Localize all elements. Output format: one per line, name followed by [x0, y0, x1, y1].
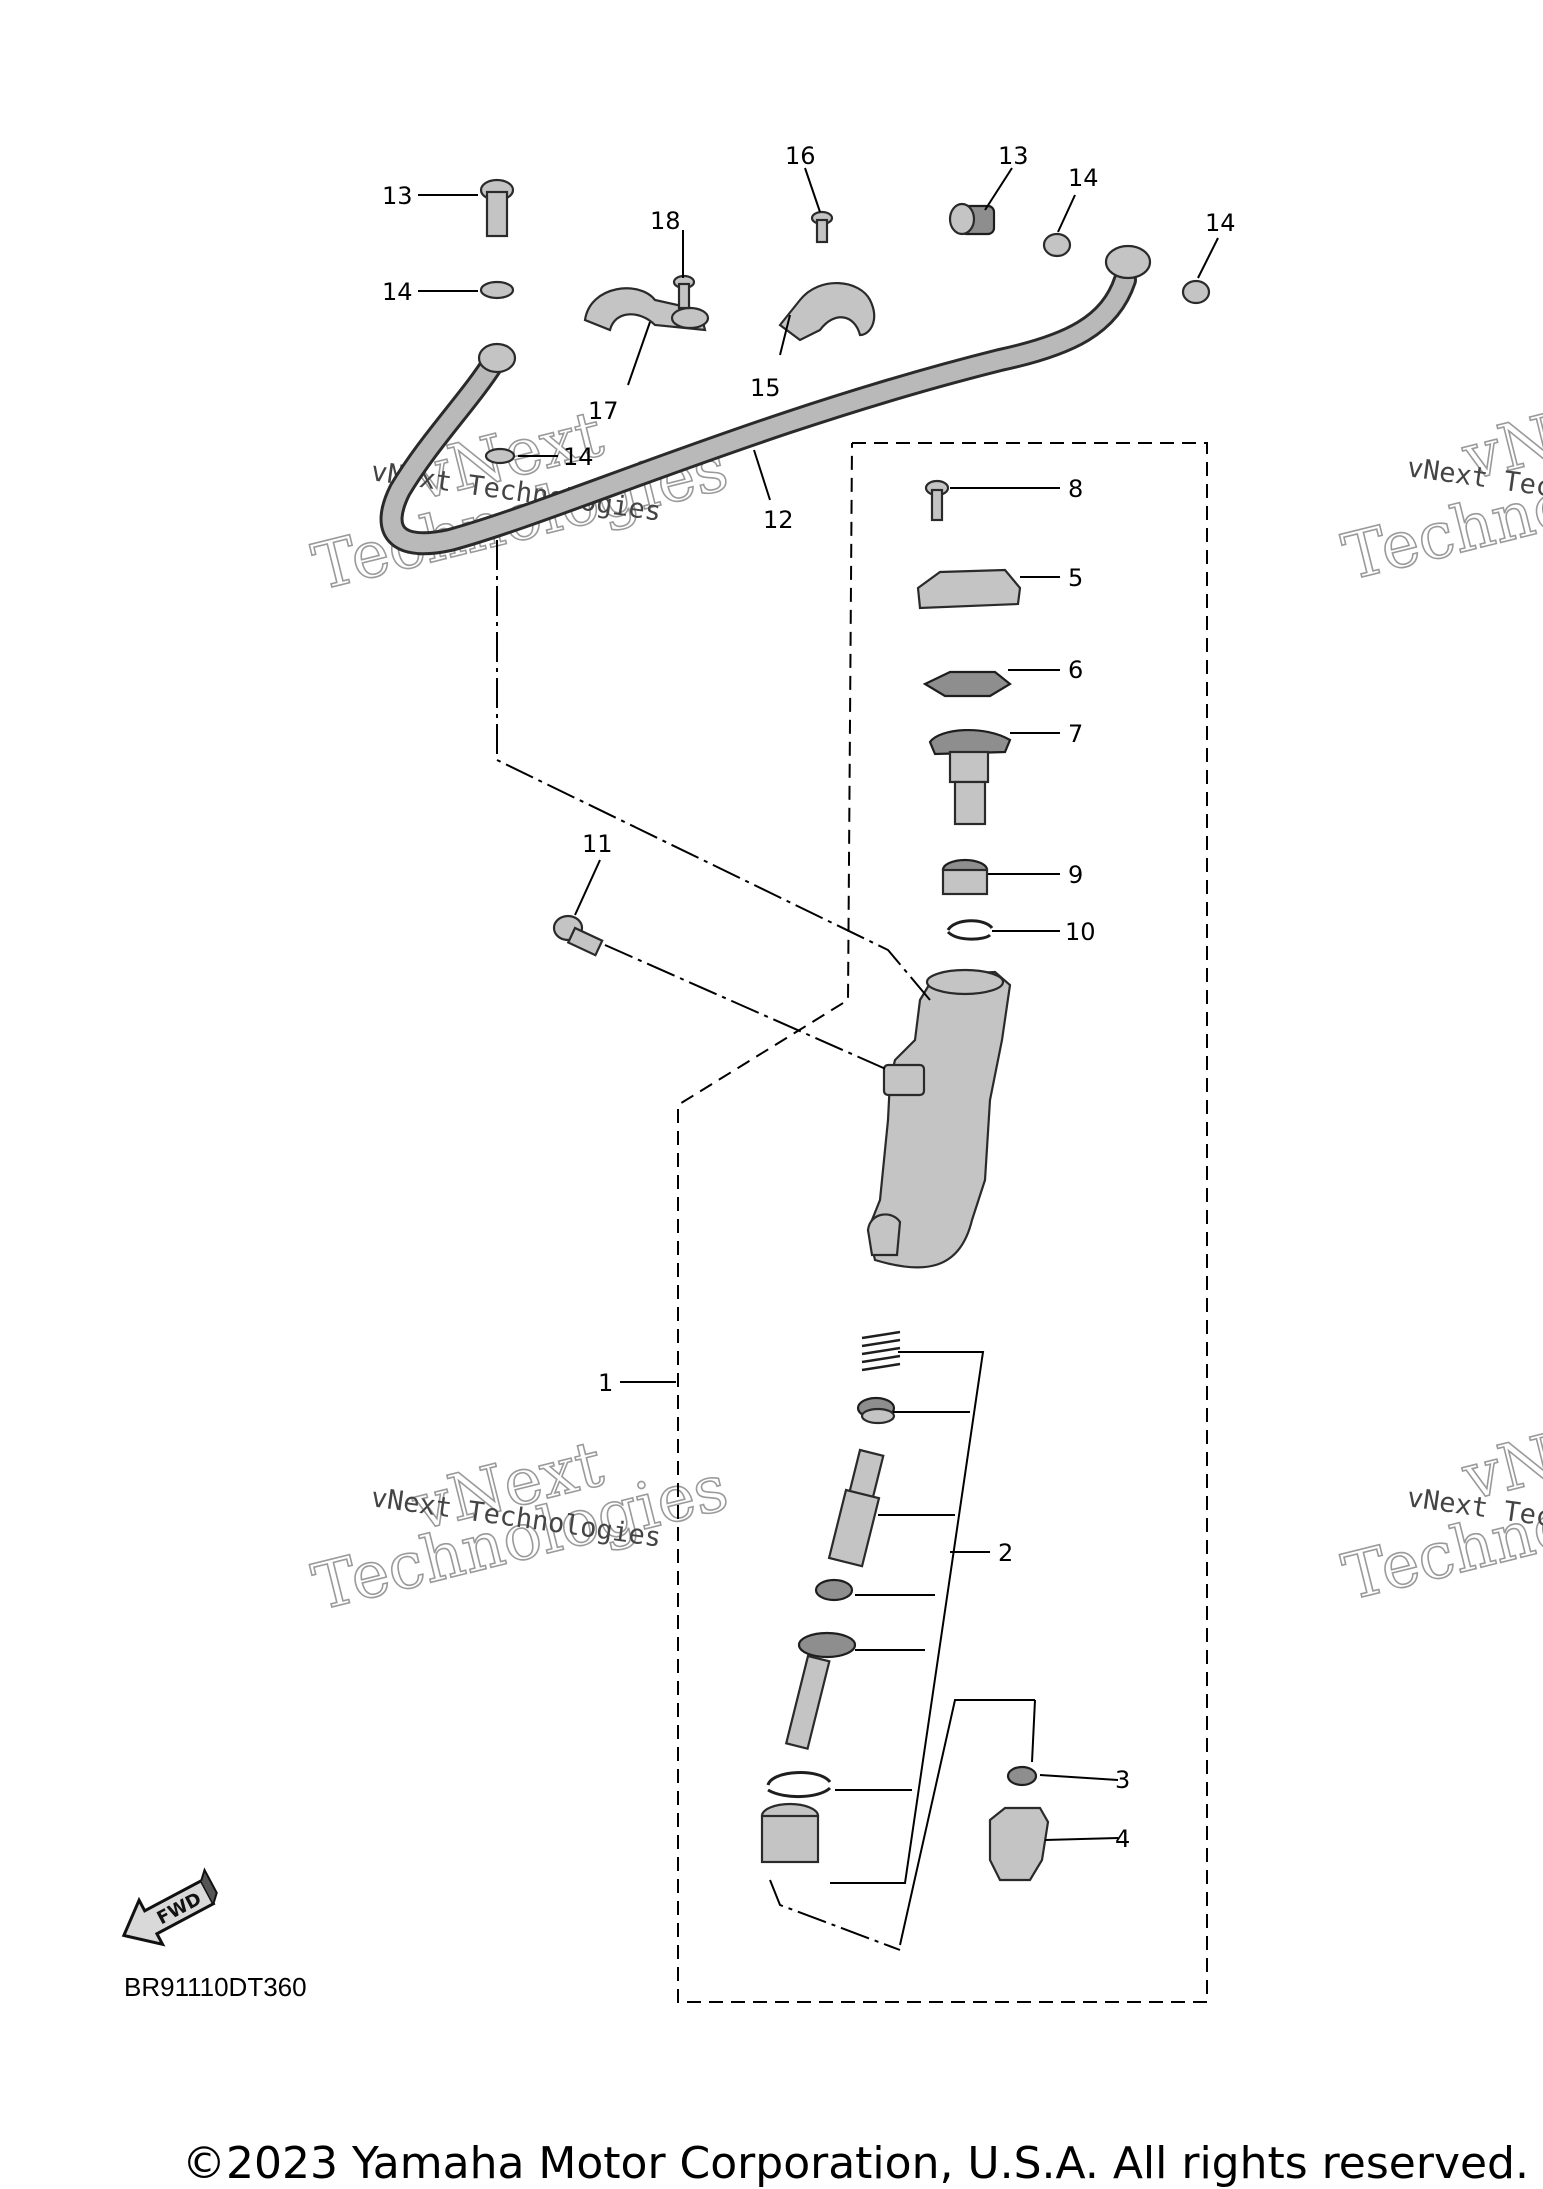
assembly-boundary [677, 442, 1208, 2003]
screw-16 [810, 210, 834, 244]
callouts: 13 14 14 18 17 16 15 12 13 14 14 8 5 6 7… [382, 142, 1236, 1853]
brake-hose-fill [382, 271, 1134, 553]
callout-11: 11 [582, 830, 613, 858]
circlip-10 [946, 919, 994, 941]
watermark-right-top: vNext Technologies vNext Technologies [1335, 376, 1543, 596]
callout-9: 9 [1068, 861, 1083, 889]
union-bolt-right [948, 202, 996, 236]
callout-12: 12 [763, 506, 794, 534]
float-9 [941, 858, 989, 896]
callout-6: 6 [1068, 656, 1083, 684]
master-cylinder-body [866, 968, 1012, 1269]
push-rod [784, 1631, 857, 1750]
routing-line-lower [769, 1879, 901, 1951]
watermark-left-top: vNext Technologies vNext Technologies [305, 396, 735, 606]
callout-13: 13 [382, 182, 413, 210]
cup-lower [814, 1578, 854, 1602]
hose-clamp-15 [778, 282, 876, 342]
callout-8: 8 [1068, 475, 1083, 503]
bolt-11 [552, 914, 604, 957]
watermark-right-bottom: vNext Technologies vNext Technologies [1335, 1396, 1543, 1616]
copper-washer-right-1 [1042, 232, 1072, 258]
boot [760, 1802, 820, 1864]
screw-18 [672, 274, 696, 310]
hose-clamp-17 [583, 287, 710, 332]
callout-4: 4 [1115, 1825, 1130, 1853]
callout-5: 5 [1068, 564, 1083, 592]
copyright-notice: ©2023 Yamaha Motor Corporation, U.S.A. A… [182, 2138, 1529, 2189]
spring [861, 1330, 901, 1372]
callout-10: 10 [1065, 918, 1096, 946]
routing-line-bolt [604, 944, 889, 1071]
diagram-code: BR91110DT360 [124, 1972, 307, 2002]
banjo-fitting-right [1104, 244, 1152, 280]
clevis-4 [988, 1806, 1050, 1882]
copper-washer-left [479, 280, 515, 300]
screw-8 [924, 479, 950, 522]
callout-7: 7 [1068, 720, 1083, 748]
routing-line-hose [496, 540, 931, 1001]
diaphragm-7 [928, 729, 1012, 826]
cup-upper [856, 1396, 896, 1425]
callout-15: 15 [750, 374, 781, 402]
reservoir-cap-5 [916, 568, 1022, 610]
watermark-left-bottom: vNext Technologies vNext Technologies [305, 1426, 735, 1626]
callout-14: 14 [382, 278, 413, 306]
callout-14: 14 [563, 443, 594, 471]
callout-2: 2 [998, 1539, 1013, 1567]
nut-3 [1006, 1765, 1038, 1787]
callout-14: 14 [1205, 209, 1236, 237]
copper-washer-lower [484, 447, 516, 465]
piston [827, 1448, 885, 1568]
callout-17: 17 [588, 397, 619, 425]
callout-16: 16 [785, 142, 816, 170]
fwd-arrow-icon: FWD [121, 1867, 218, 1947]
callout-13: 13 [998, 142, 1029, 170]
diaphragm-plate-6 [922, 670, 1012, 698]
leader-lines [418, 167, 1219, 1946]
union-bolt-left [479, 178, 515, 238]
callout-14: 14 [1068, 164, 1099, 192]
snap-ring [766, 1771, 832, 1799]
callout-1: 1 [598, 1369, 613, 1397]
callout-18: 18 [650, 207, 681, 235]
banjo-fitting-left [477, 342, 517, 374]
copper-washer-right-2 [1181, 279, 1211, 305]
callout-3: 3 [1115, 1766, 1130, 1794]
